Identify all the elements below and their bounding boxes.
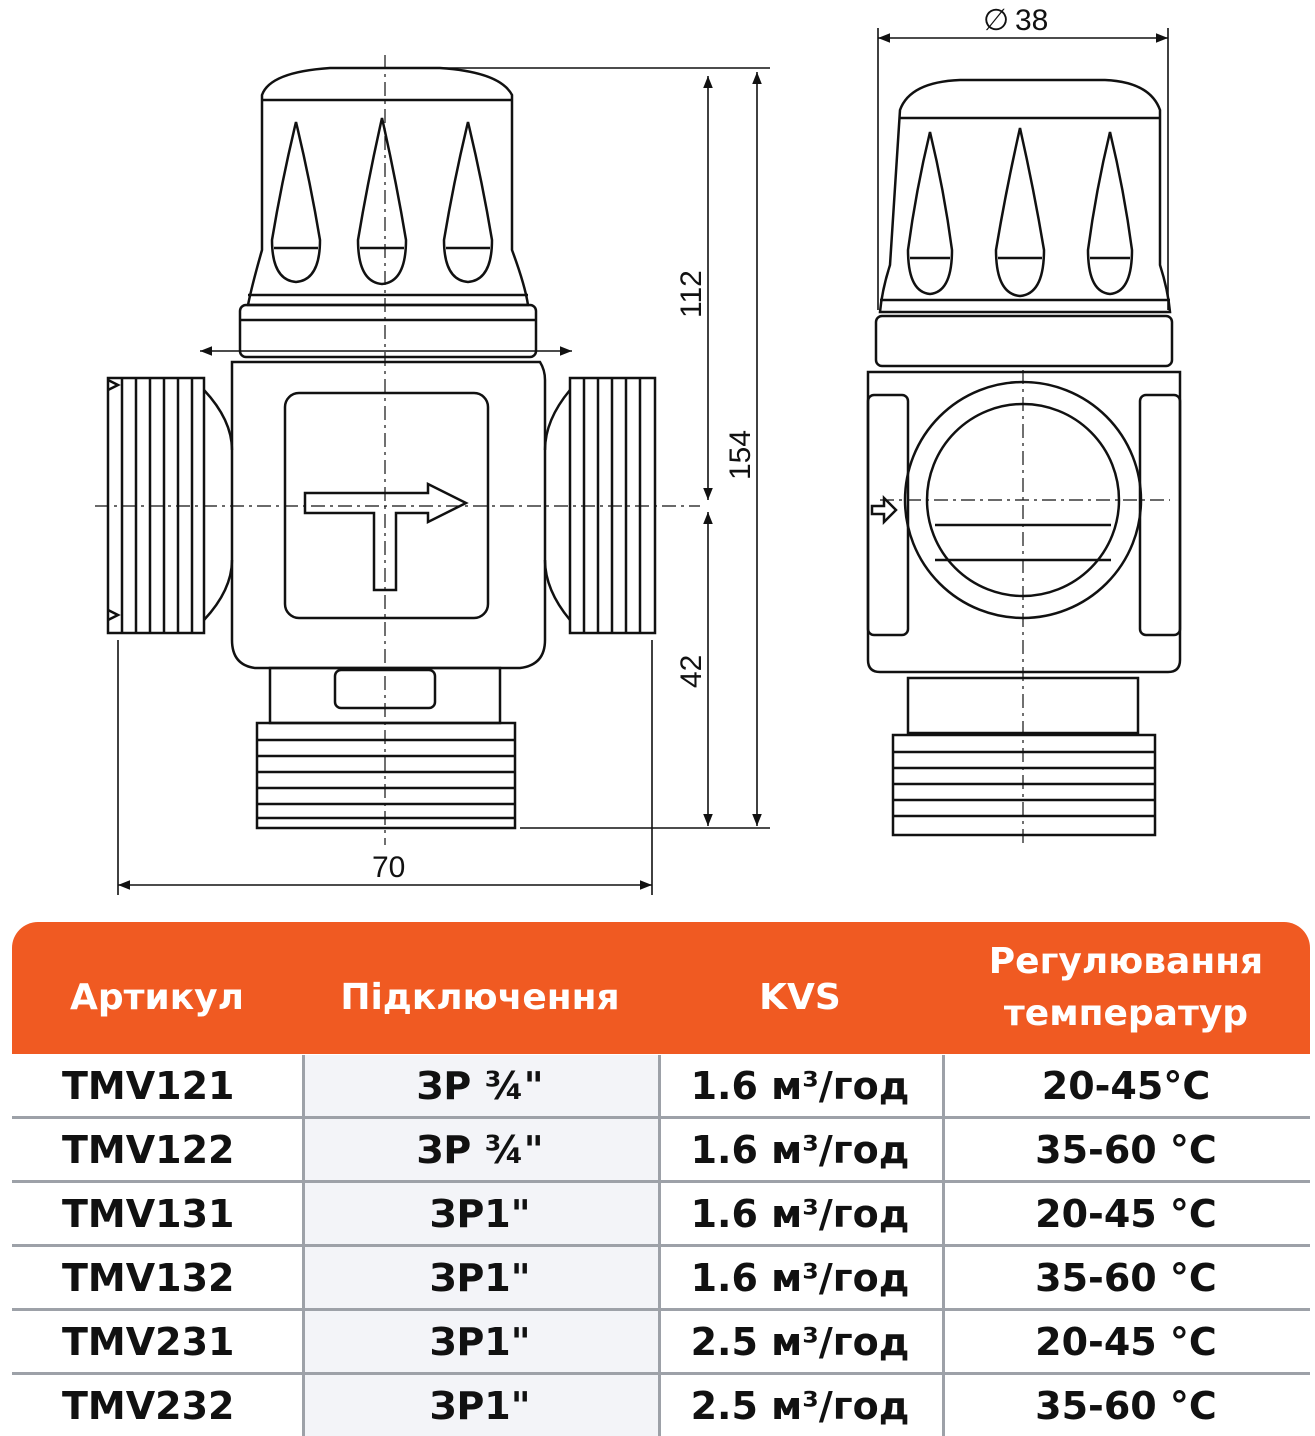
column-divider — [302, 1375, 305, 1436]
cell-temperature: 20-45 °C — [1035, 1191, 1217, 1236]
row-divider — [12, 1116, 1310, 1119]
side-flow-arrow-icon — [870, 494, 898, 526]
column-divider — [658, 1183, 661, 1244]
column-divider — [942, 1247, 945, 1308]
cell-kvs: 2.5 м³/год — [690, 1319, 910, 1364]
column-divider — [942, 1119, 945, 1180]
side-bottom-thread — [891, 733, 1157, 837]
cell-temperature: 20-45 °C — [1035, 1319, 1217, 1364]
cell-temperature: 35-60 °C — [1035, 1383, 1217, 1428]
side-knob — [878, 78, 1172, 314]
cell-article: TMV232 — [62, 1383, 235, 1428]
front-knob — [246, 66, 530, 307]
cell-kvs: 1.6 м³/год — [690, 1191, 910, 1236]
table-row: TMV131 ЗР1" 1.6 м³/год 20-45 °C — [12, 1183, 1310, 1244]
cell-article: TMV131 — [62, 1191, 235, 1236]
side-centerlines — [880, 370, 1170, 845]
column-divider — [942, 1055, 945, 1116]
table-row: TMV121 ЗР ¾" 1.6 м³/год 20-45°C — [12, 1055, 1310, 1116]
header-connection: Підключення — [340, 977, 620, 1018]
dim-bottom-height: 42 — [675, 655, 708, 688]
cell-kvs: 1.6 м³/год — [690, 1255, 910, 1300]
column-divider — [658, 1311, 661, 1372]
row-divider — [12, 1372, 1310, 1375]
column-divider — [302, 1055, 305, 1116]
dim-height-to-axis: 112 — [675, 270, 708, 318]
side-view — [866, 78, 1182, 837]
front-body — [230, 360, 547, 670]
header-article: Артикул — [70, 977, 244, 1018]
dim-diameter: 38 — [1015, 4, 1048, 37]
cell-temperature: 20-45°C — [1041, 1063, 1211, 1108]
cell-connection: ЗР1" — [302, 1311, 658, 1372]
cell-kvs: 1.6 м³/год — [690, 1127, 910, 1172]
side-dimensions — [877, 28, 1169, 310]
cell-temperature: 35-60 °C — [1035, 1127, 1217, 1172]
front-view — [106, 66, 657, 830]
bottom-thread — [255, 721, 517, 830]
dim-overall-width: 70 — [372, 851, 405, 884]
table-row: TMV231 ЗР1" 2.5 м³/год 20-45 °C — [12, 1311, 1310, 1372]
column-divider — [658, 1247, 661, 1308]
column-divider — [942, 1183, 945, 1244]
row-divider — [12, 1180, 1310, 1183]
table-row: TMV232 ЗР1" 2.5 м³/год 35-60 °C — [12, 1375, 1310, 1436]
table-row: TMV132 ЗР1" 1.6 м³/год 35-60 °C — [12, 1247, 1310, 1308]
flow-arrow-icon — [303, 481, 469, 592]
column-divider — [302, 1183, 305, 1244]
cell-connection: ЗР1" — [302, 1375, 658, 1436]
cell-connection: ЗР1" — [302, 1247, 658, 1308]
dim-total-height: 154 — [724, 430, 757, 480]
column-divider — [302, 1119, 305, 1180]
cell-article: TMV122 — [62, 1127, 235, 1172]
row-divider — [12, 1244, 1310, 1247]
front-centerlines — [95, 55, 700, 845]
cell-temperature: 35-60 °C — [1035, 1255, 1217, 1300]
front-collar — [238, 303, 538, 359]
header-temperature: Регулювання температур — [988, 941, 1264, 1034]
cell-kvs: 2.5 м³/год — [690, 1383, 910, 1428]
column-divider — [302, 1247, 305, 1308]
front-dimensions — [117, 67, 770, 895]
column-divider — [302, 1311, 305, 1372]
side-collar — [874, 314, 1174, 368]
column-divider — [658, 1375, 661, 1436]
cell-connection: ЗР ¾" — [302, 1119, 658, 1180]
cell-article: TMV121 — [62, 1063, 235, 1108]
row-divider — [12, 1308, 1310, 1311]
cell-connection: ЗР ¾" — [302, 1055, 658, 1116]
valve-technical-drawing: 70 112 154 42 — [95, 4, 1182, 895]
diameter-symbol: ∅ — [983, 4, 1009, 37]
cell-article: TMV132 — [62, 1255, 235, 1300]
cell-connection: ЗР1" — [302, 1183, 658, 1244]
column-divider — [942, 1375, 945, 1436]
side-body — [866, 370, 1182, 674]
cell-kvs: 1.6 м³/год — [690, 1063, 910, 1108]
column-divider — [658, 1055, 661, 1116]
header-kvs: KVS — [759, 977, 841, 1018]
cell-article: TMV231 — [62, 1319, 235, 1364]
table-row: TMV122 ЗР ¾" 1.6 м³/год 35-60 °C — [12, 1119, 1310, 1180]
column-divider — [942, 1311, 945, 1372]
column-divider — [658, 1119, 661, 1180]
table-header: Артикул Підключення KVS Регулювання темп… — [12, 922, 1310, 1054]
